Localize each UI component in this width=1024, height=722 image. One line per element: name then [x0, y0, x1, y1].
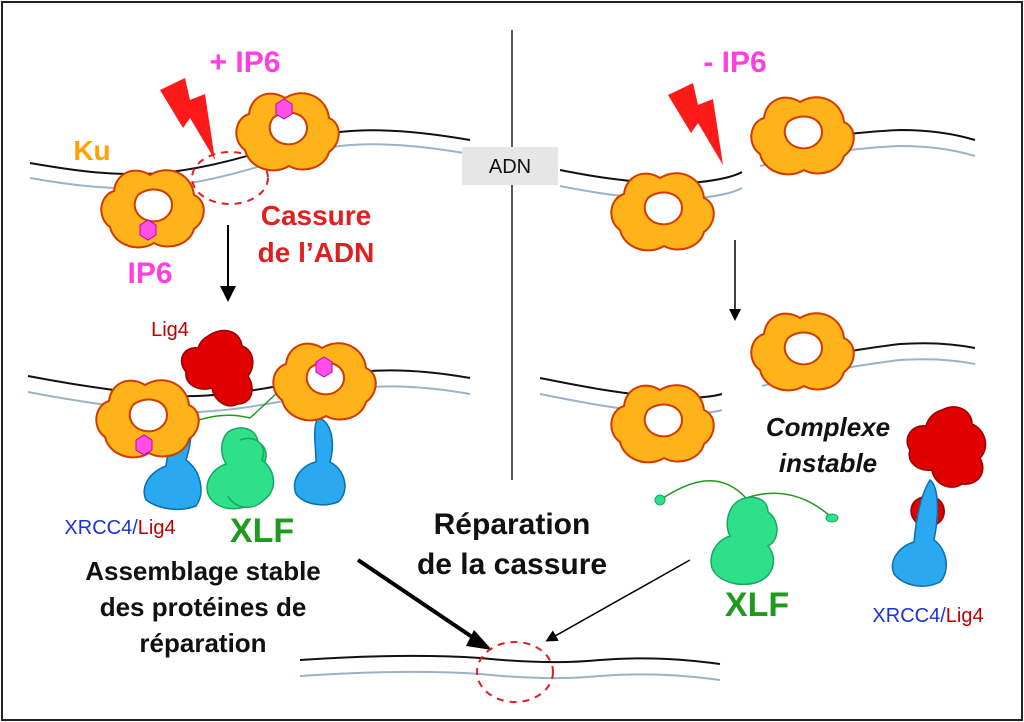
ip6-molecule-icon-4 — [315, 356, 333, 378]
lig4-left-text: Lig4 — [138, 517, 176, 539]
xlf-left — [206, 427, 275, 510]
lightning-left-icon — [160, 78, 215, 160]
xrcc4-lig4-left-label: XRCC4/Lig4 — [64, 517, 175, 539]
minus-ip6-label: - IP6 — [703, 46, 766, 79]
ku-label: Ku — [73, 135, 110, 166]
complexe-text-1: Complexe — [766, 412, 890, 442]
cassure-label-2: de l’ADN — [258, 237, 375, 268]
xlf-left-label: XLF — [230, 512, 294, 550]
adn-box — [462, 147, 558, 185]
xrcc4-lig4-right-label: XRCC4/Lig4 — [872, 605, 983, 627]
ku-protein-right-mid-2 — [750, 312, 855, 392]
assemblage-text-1: Assemblage stable — [85, 556, 321, 586]
xlf-right-tail-end-right — [825, 513, 839, 523]
ku-protein-right-mid-1 — [610, 384, 715, 464]
arrow-left-to-repair-head — [466, 630, 492, 650]
xrcc4-right — [891, 478, 947, 587]
arrow-right-to-repair — [545, 559, 691, 642]
arrow-left-to-repair — [356, 558, 486, 647]
xrcc4-left-text: XRCC4/ — [64, 517, 138, 539]
ip6-label: IP6 — [127, 257, 172, 290]
lig4-right-text: Lig4 — [946, 605, 984, 627]
plus-ip6-label: + IP6 — [210, 46, 281, 79]
ip6-molecule-icon-3 — [135, 434, 153, 456]
xrcc4-right-text: XRCC4/ — [872, 605, 946, 627]
xlf-right-label: XLF — [725, 586, 789, 624]
adn-label: ADN — [489, 156, 531, 178]
assemblage-text-2: des protéines de — [100, 592, 307, 622]
lig4-top-label: Lig4 — [151, 319, 189, 341]
ku-protein-right-top-1 — [610, 172, 715, 252]
ip6-molecule-icon — [139, 219, 157, 241]
reparation-text-1: Réparation — [434, 508, 591, 541]
dna-repaired — [299, 654, 721, 681]
ku-protein-left-mid-2 — [272, 342, 377, 422]
xlf-right-tail-end-left — [654, 494, 666, 506]
ip6-molecule-icon-2 — [275, 98, 293, 120]
cassure-label-1: Cassure — [261, 200, 372, 231]
assemblage-text-3: réparation — [139, 628, 266, 658]
complexe-text-2: instable — [779, 448, 877, 478]
lig4-left — [180, 329, 254, 407]
ku-protein-right-top-2 — [750, 96, 855, 176]
reparation-text-2: de la cassure — [417, 548, 607, 581]
repair-circle — [476, 641, 554, 703]
lightning-right-icon — [668, 83, 723, 165]
xlf-right — [710, 496, 778, 586]
break-circle-left — [191, 151, 269, 205]
